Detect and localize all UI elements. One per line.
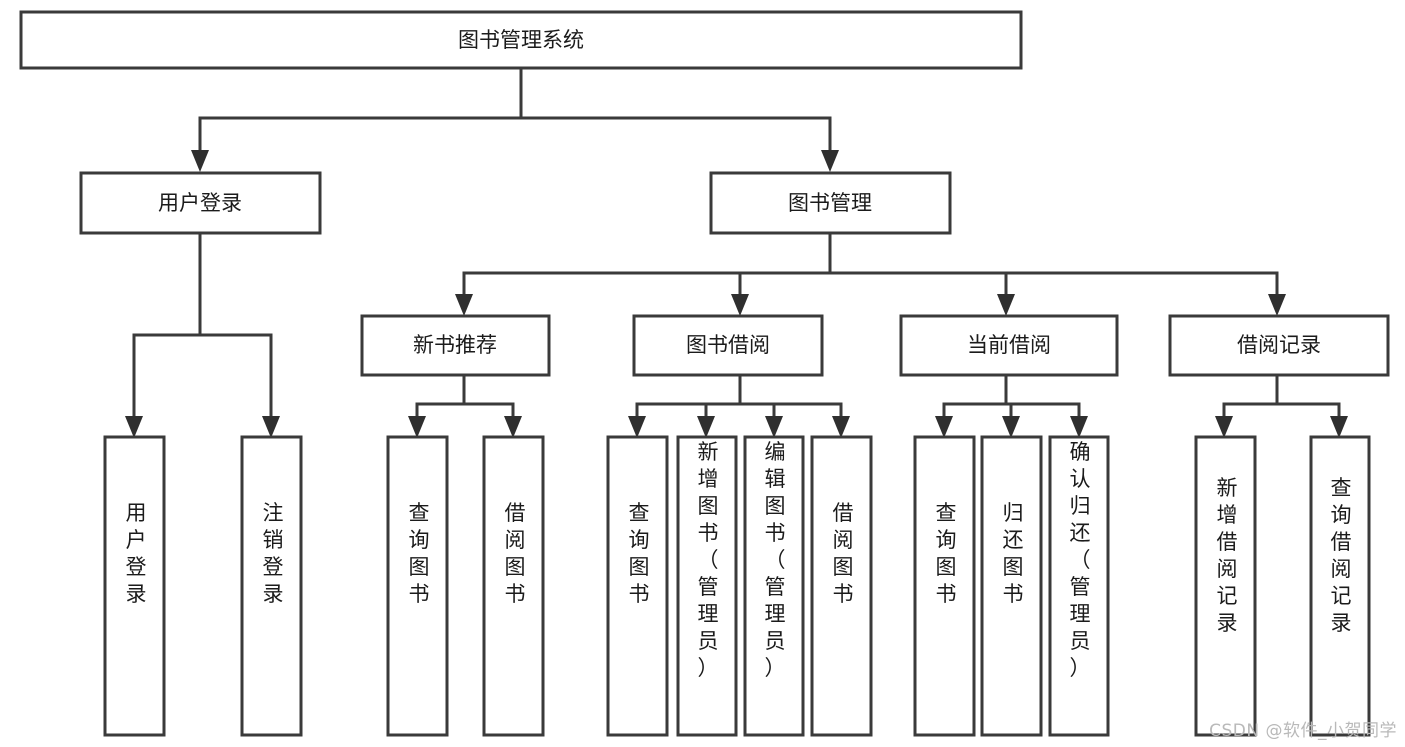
node-leaf-borrow-book-1[interactable]: 借阅图书 [482, 435, 545, 737]
node-leaf-confirm-return[interactable]: 确认归还（管理员） [1048, 435, 1110, 737]
node-leaf-logout[interactable]: 注销登录 [240, 435, 303, 737]
node-leaf-add-book-label: 新增图书（管理员） [698, 440, 719, 680]
node-borrow-record-label: 借阅记录 [1237, 333, 1321, 357]
node-leaf-confirm-return-box[interactable] [1048, 435, 1110, 737]
node-leaf-add-book-box[interactable] [676, 435, 738, 737]
arrow-to-leaf-query-record [1330, 416, 1348, 438]
connector-group-borrow-record [1215, 373, 1348, 438]
arrow-to-leaf-user-login [125, 416, 143, 438]
node-leaf-query-record[interactable]: 查询借阅记录 [1309, 435, 1371, 737]
node-user-login[interactable]: 用户登录 [79, 171, 322, 235]
arrow-to-leaf-add-book [697, 416, 715, 438]
csdn-watermark: CSDN @软件_小贺同学 [1209, 721, 1397, 741]
arrow-to-book-borrow [731, 294, 749, 316]
connector-group-book-manage [455, 231, 1286, 316]
connector-group-user-login [125, 231, 280, 438]
node-root-box[interactable] [19, 10, 1023, 70]
node-leaf-add-record-label: 新增借阅记录 [1217, 476, 1238, 635]
node-book-borrow[interactable]: 图书借阅 [632, 314, 824, 377]
node-leaf-query-book-1-box[interactable] [386, 435, 449, 737]
node-borrow-record[interactable]: 借阅记录 [1168, 314, 1390, 377]
node-leaf-query-book-1-label: 查询图书 [409, 501, 430, 606]
node-book-borrow-box[interactable] [632, 314, 824, 377]
arrow-to-borrow-record [1268, 294, 1286, 316]
arrow-to-leaf-edit-book [765, 416, 783, 438]
node-book-manage[interactable]: 图书管理 [709, 171, 952, 235]
arrow-to-leaf-query-book-2 [628, 416, 646, 438]
node-leaf-query-book-3-box[interactable] [913, 435, 976, 737]
node-leaf-return-book[interactable]: 归还图书 [980, 435, 1043, 737]
node-book-manage-label: 图书管理 [788, 191, 872, 215]
node-leaf-user-login[interactable]: 用户登录 [103, 435, 166, 737]
node-leaf-query-book-3-label: 查询图书 [936, 501, 957, 606]
arrow-to-leaf-add-record [1215, 416, 1233, 438]
connector-group-new-book-recommend [408, 373, 522, 438]
arrow-to-leaf-confirm-return [1070, 416, 1088, 438]
arrow-to-leaf-query-book-3 [935, 416, 953, 438]
node-leaf-borrow-book-1-box[interactable] [482, 435, 545, 737]
connector-group-book-borrow [628, 373, 850, 438]
node-leaf-add-book[interactable]: 新增图书（管理员） [676, 435, 738, 737]
arrow-root-to-user-login [191, 150, 209, 172]
node-leaf-edit-book-label: 编辑图书（管理员） [765, 440, 786, 680]
arrow-to-current-borrow [997, 294, 1015, 316]
arrow-root-to-book-manage [821, 150, 839, 172]
node-current-borrow-label: 当前借阅 [967, 333, 1051, 357]
node-book-manage-box[interactable] [709, 171, 952, 235]
node-root-label: 图书管理系统 [458, 28, 584, 52]
node-leaf-borrow-book-2-box[interactable] [810, 435, 873, 737]
node-leaf-query-book-2-label: 查询图书 [629, 501, 650, 606]
node-leaf-query-book-1[interactable]: 查询图书 [386, 435, 449, 737]
arrow-to-leaf-logout [262, 416, 280, 438]
node-current-borrow[interactable]: 当前借阅 [899, 314, 1119, 377]
node-current-borrow-box[interactable] [899, 314, 1119, 377]
node-leaf-add-record-box[interactable] [1194, 435, 1257, 737]
node-leaf-add-record[interactable]: 新增借阅记录 [1194, 435, 1257, 737]
node-leaf-logout-label: 注销登录 [263, 501, 284, 606]
node-leaf-user-login-label: 用户登录 [126, 501, 147, 606]
arrow-to-leaf-return-book [1002, 416, 1020, 438]
node-new-book-recommend[interactable]: 新书推荐 [360, 314, 551, 377]
node-leaf-borrow-book-2[interactable]: 借阅图书 [810, 435, 873, 737]
node-leaf-query-book-2-box[interactable] [606, 435, 669, 737]
node-leaf-borrow-book-2-label: 借阅图书 [833, 501, 854, 606]
node-new-book-recommend-box[interactable] [360, 314, 551, 377]
node-leaf-user-login-box[interactable] [103, 435, 166, 737]
arrow-to-leaf-query-book-1 [408, 416, 426, 438]
node-leaf-logout-box[interactable] [240, 435, 303, 737]
node-book-borrow-label: 图书借阅 [686, 333, 770, 357]
node-leaf-edit-book[interactable]: 编辑图书（管理员） [743, 435, 805, 737]
connector-group-current-borrow [935, 373, 1088, 438]
node-user-login-box[interactable] [79, 171, 322, 235]
node-leaf-return-book-box[interactable] [980, 435, 1043, 737]
node-new-book-recommend-label: 新书推荐 [413, 333, 497, 357]
node-leaf-borrow-book-1-label: 借阅图书 [505, 501, 526, 606]
node-leaf-return-book-label: 归还图书 [1003, 501, 1024, 606]
node-user-login-label: 用户登录 [158, 191, 242, 215]
node-leaf-query-book-2[interactable]: 查询图书 [606, 435, 669, 737]
node-leaf-confirm-return-label: 确认归还（管理员） [1070, 440, 1091, 680]
node-root[interactable]: 图书管理系统 [19, 10, 1023, 70]
node-leaf-query-book-3[interactable]: 查询图书 [913, 435, 976, 737]
arrow-to-leaf-borrow-book-2 [832, 416, 850, 438]
connector-group-root [191, 67, 839, 172]
node-borrow-record-box[interactable] [1168, 314, 1390, 377]
node-leaf-edit-book-box[interactable] [743, 435, 805, 737]
node-leaf-query-record-box[interactable] [1309, 435, 1371, 737]
node-leaf-query-record-label: 查询借阅记录 [1331, 476, 1352, 635]
arrow-to-new-book-recommend [455, 294, 473, 316]
arrow-to-leaf-borrow-book-1 [504, 416, 522, 438]
